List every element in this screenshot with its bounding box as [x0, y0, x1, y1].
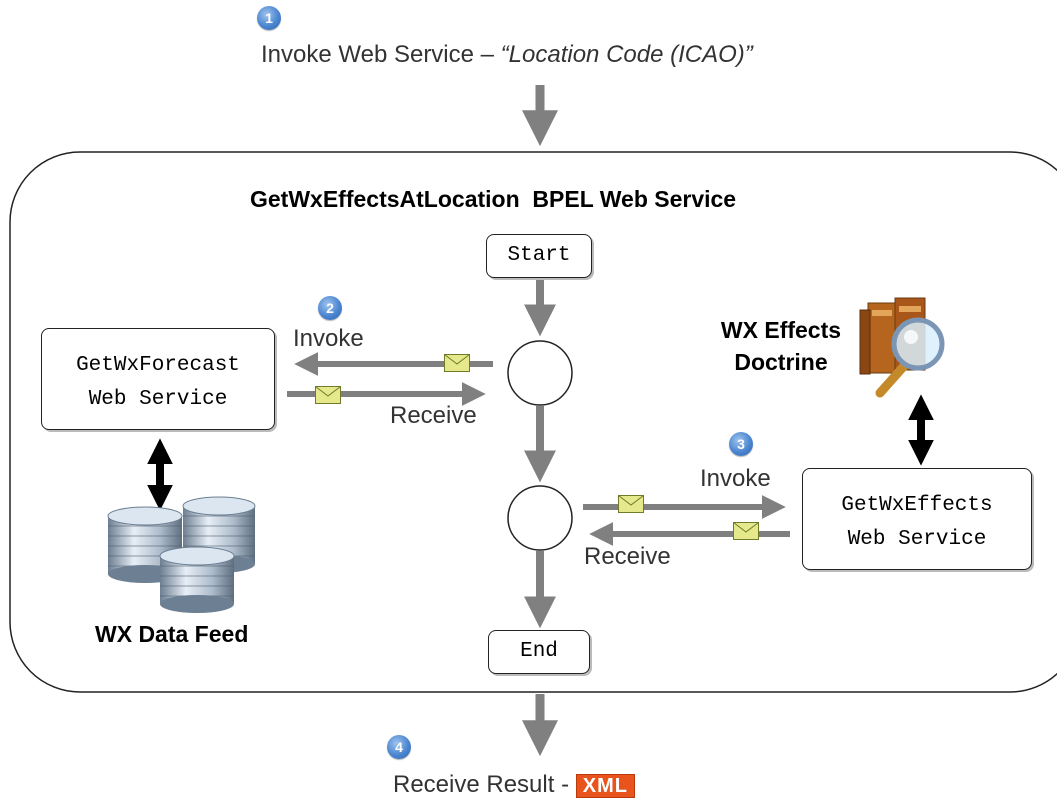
doctrine-line1: WX Effects — [720, 317, 842, 343]
datafeed-label: WX Data Feed — [95, 621, 249, 647]
bpel-service-title: GetWxEffectsAtLocation BPEL Web Service — [250, 186, 737, 212]
forecast-service-type: Web Service — [88, 388, 228, 411]
database-icon — [107, 496, 256, 613]
books-magnifier-icon — [859, 297, 945, 398]
message-envelope-icon — [315, 386, 341, 404]
step-badge-3: 3 — [729, 432, 753, 456]
start-label: Start — [507, 244, 571, 267]
forecast-service-name: GetWxForecast — [76, 354, 240, 377]
effects-service-type: Web Service — [847, 528, 987, 551]
activity-node-1 — [507, 340, 573, 406]
message-envelope-icon — [444, 354, 470, 372]
end-label: End — [520, 640, 558, 663]
effects-web-service-box: GetWxEffects Web Service — [802, 468, 1032, 570]
step-badge-2: 2 — [318, 296, 342, 320]
end-node: End — [488, 630, 590, 674]
step-badge-1: 1 — [257, 6, 281, 30]
start-node: Start — [486, 234, 592, 278]
step-badge-4: 4 — [387, 735, 411, 759]
receive-result-label: Receive Result - XML — [393, 771, 635, 799]
doctrine-label: WX Effects Doctrine — [706, 314, 856, 378]
receive-result-text: Receive Result - — [393, 771, 576, 798]
invoke-prefix: Invoke Web Service – — [261, 41, 501, 68]
forecast-receive-label: Receive — [390, 402, 477, 429]
message-envelope-icon — [733, 522, 759, 540]
bpel-container — [9, 151, 1057, 693]
forecast-web-service-box: GetWxForecast Web Service — [41, 328, 275, 430]
invoke-web-service-label: Invoke Web Service – “Location Code (ICA… — [261, 41, 753, 69]
doctrine-line2: Doctrine — [734, 349, 828, 375]
effects-invoke-label: Invoke — [700, 465, 771, 492]
message-envelope-icon — [618, 495, 644, 513]
xml-badge: XML — [575, 774, 635, 798]
effects-receive-label: Receive — [584, 543, 671, 570]
location-code-param: “Location Code (ICAO)” — [500, 41, 753, 68]
activity-node-2 — [507, 485, 573, 551]
effects-service-name: GetWxEffects — [841, 494, 993, 517]
forecast-invoke-label: Invoke — [293, 325, 364, 352]
